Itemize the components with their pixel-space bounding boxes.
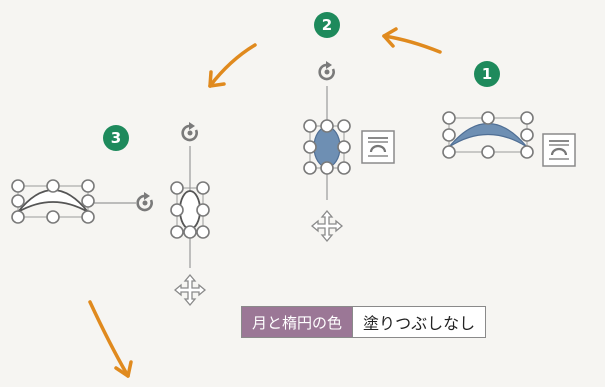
- layout-options-icon[interactable]: [360, 129, 396, 165]
- moon-shape-selected[interactable]: [442, 111, 534, 159]
- orange-arrow: [382, 27, 442, 54]
- rotate-handle-icon[interactable]: [181, 120, 198, 142]
- move-cursor-icon: [311, 210, 343, 242]
- step-badge-3: 3: [103, 125, 129, 151]
- rotate-handle-icon[interactable]: [136, 190, 153, 212]
- ellipse-shape-no-fill[interactable]: [170, 181, 210, 239]
- color-setting-label: 月と楕円の色 塗りつぶしなし: [241, 306, 487, 338]
- step-badge-2: 2: [314, 12, 340, 38]
- color-setting-key: 月と楕円の色: [242, 307, 353, 337]
- orange-arrow: [208, 43, 257, 88]
- step-badge-1: 1: [474, 61, 500, 87]
- color-setting-value: 塗りつぶしなし: [352, 307, 485, 337]
- ellipse-shape-selected[interactable]: [303, 119, 351, 175]
- move-cursor-icon: [174, 274, 206, 306]
- orange-arrow: [88, 300, 133, 378]
- layout-options-icon[interactable]: [541, 132, 577, 168]
- moon-shape-no-fill[interactable]: [11, 179, 95, 224]
- rotate-handle-icon[interactable]: [318, 59, 335, 81]
